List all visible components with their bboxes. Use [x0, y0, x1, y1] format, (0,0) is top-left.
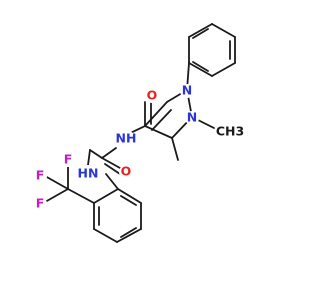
atom-n-ring-1: N [182, 83, 192, 98]
trifluoromethyl-phenyl-ring [44, 164, 142, 243]
atom-f-2: F [36, 168, 45, 183]
molecule-structure: O N N NH O HN F F F CH3 [33, 23, 245, 243]
atom-labels: O N N NH O HN F F F CH3 [33, 83, 244, 211]
atom-n-ring-2: N [187, 110, 197, 125]
pyrazolone-ring [144, 62, 215, 161]
atom-o-carbonyl: O [147, 88, 158, 103]
atom-hn-lower: HN [78, 166, 99, 181]
atom-f-3: F [36, 196, 45, 211]
atom-methyl-n: CH3 [216, 124, 244, 139]
atom-nh-upper: NH [116, 131, 137, 146]
phenyl-ring [188, 23, 236, 77]
atom-f-1: F [64, 152, 73, 167]
atom-o-urea: O [121, 164, 132, 179]
